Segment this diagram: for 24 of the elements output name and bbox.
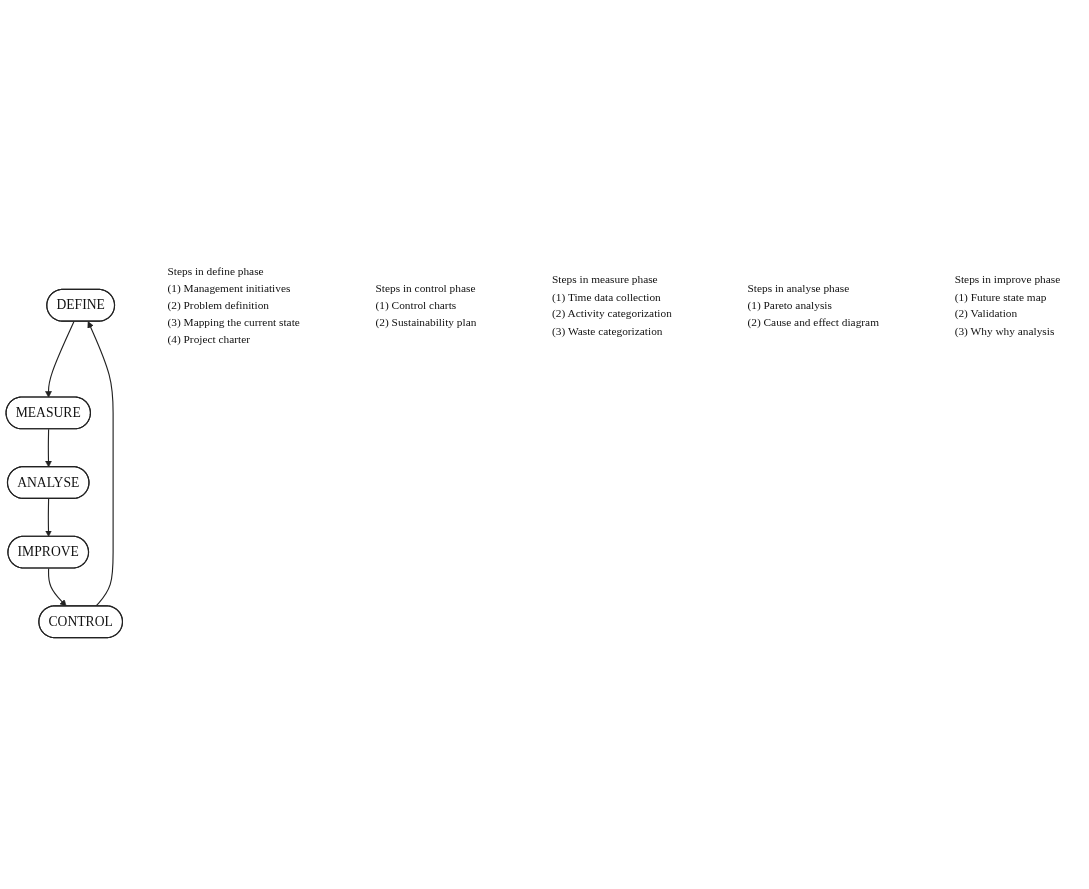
arrow xyxy=(45,498,52,537)
arrow xyxy=(45,321,75,398)
node-label: (1) Pareto analysis xyxy=(747,299,832,312)
node-label: Steps in analyse phase xyxy=(747,282,850,295)
node-label: (1) Time data collection xyxy=(552,290,661,303)
node-label: (2) Activity categorization xyxy=(552,307,672,320)
node-label: (3) Waste categorization xyxy=(552,324,663,337)
node-label: (2) Problem definition xyxy=(167,299,269,312)
node-label: (3) Why why analysis xyxy=(954,324,1055,337)
arrow xyxy=(87,321,114,607)
node-label: (1) Management initiatives xyxy=(167,282,291,295)
arrow xyxy=(47,567,67,607)
node-label: Steps in measure phase xyxy=(552,273,658,286)
node-label: (4) Project charter xyxy=(167,333,251,346)
node-label: (1) Control charts xyxy=(375,299,457,312)
node-label: (2) Cause and effect diagram xyxy=(747,316,879,329)
node-label: (2) Validation xyxy=(954,307,1018,320)
node-label: Steps in improve phase xyxy=(954,273,1061,286)
node-label: Steps in control phase xyxy=(375,282,476,295)
arrow xyxy=(45,428,52,468)
node-label: (3) Mapping the current state xyxy=(167,316,300,329)
node-label: Steps in define phase xyxy=(167,264,264,278)
node-label: (2) Sustainability plan xyxy=(375,316,477,329)
node-label: (1) Future state map xyxy=(954,290,1047,303)
